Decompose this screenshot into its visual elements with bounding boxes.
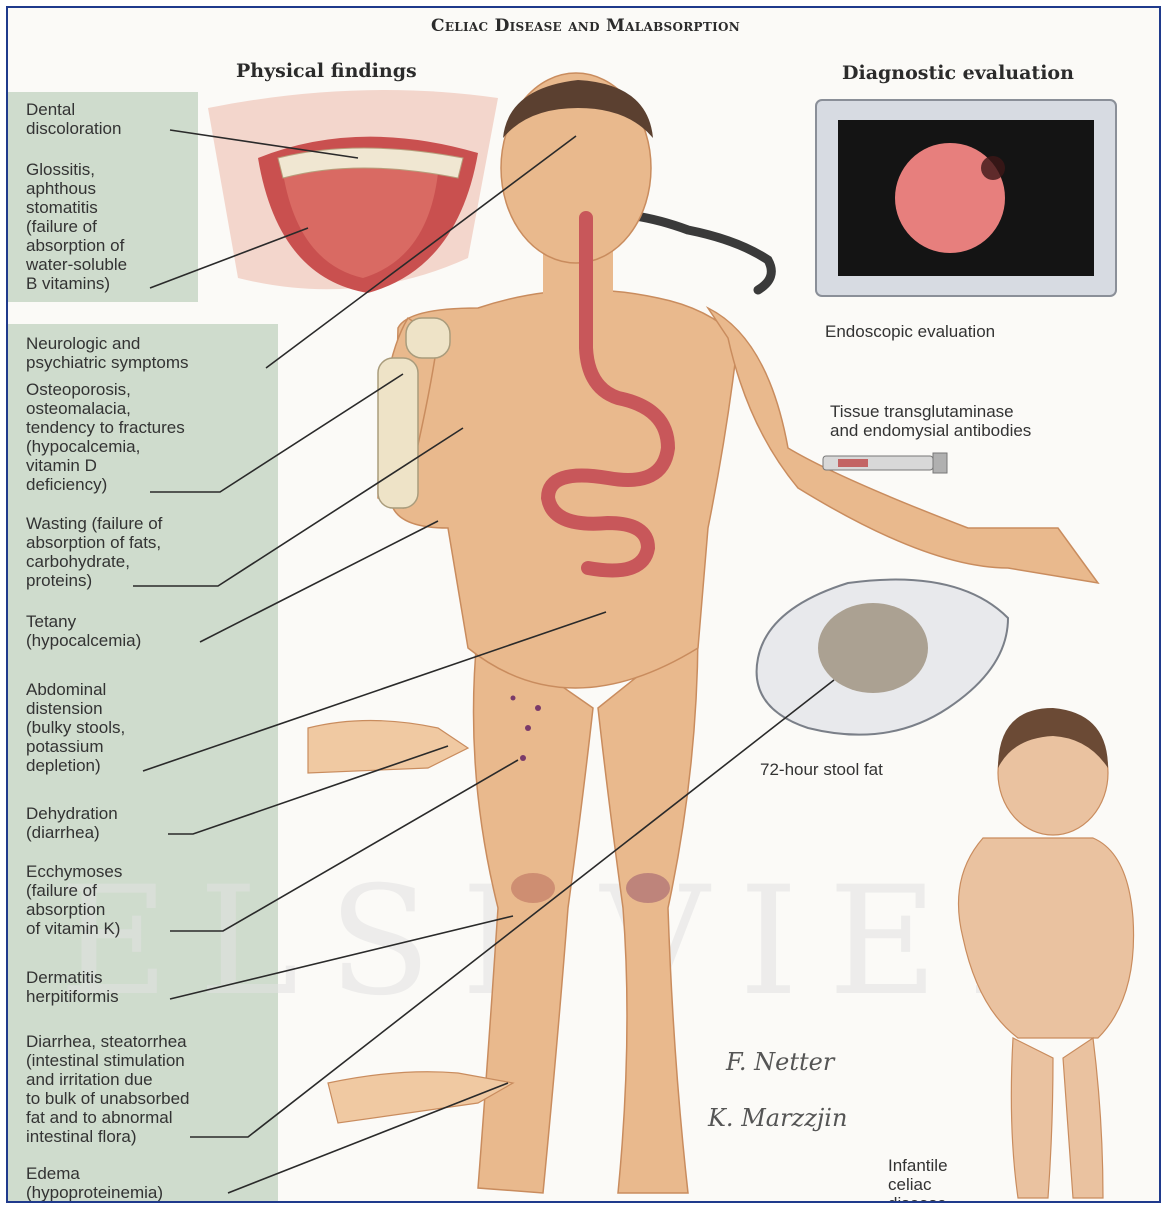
label-tetany: Tetany (hypocalcemia): [26, 612, 141, 650]
signature-netter: F. Netter: [726, 1048, 834, 1076]
label-neurologic: Neurologic and psychiatric symptoms: [26, 334, 188, 372]
header-physical-findings: Physical findings: [236, 60, 417, 82]
tongue-inset: [208, 90, 498, 293]
label-glossitis: Glossitis, aphthous stomatitis (failure …: [26, 160, 127, 293]
label-dental: Dental discoloration: [26, 100, 121, 138]
syringe: [823, 453, 947, 473]
label-diarrhea: Diarrhea, steatorrhea (intestinal stimul…: [26, 1032, 190, 1146]
endoscope-monitor: [816, 100, 1116, 296]
label-infantile: Infantile celiac disease: [888, 1156, 948, 1203]
label-stool-fat: 72-hour stool fat: [760, 760, 883, 779]
label-antibodies: Tissue transglutaminase and endomysial a…: [830, 402, 1031, 440]
label-abdominal: Abdominal distension (bulky stools, pota…: [26, 680, 125, 775]
illustration: ELSEVIER: [8, 8, 1161, 1203]
watermark: ELSEVIER: [59, 855, 1110, 1029]
label-wasting: Wasting (failure of absorption of fats, …: [26, 514, 162, 590]
header-diagnostic-evaluation: Diagnostic evaluation: [842, 62, 1074, 84]
label-dehydration: Dehydration (diarrhea): [26, 804, 118, 842]
figure-title: Celiac Disease and Malabsorption: [8, 16, 1161, 36]
label-osteoporosis: Osteoporosis, osteomalacia, tendency to …: [26, 380, 185, 494]
label-dermatitis: Dermatitis herpitiformis: [26, 968, 119, 1006]
label-edema: Edema (hypoproteinemia): [26, 1164, 163, 1202]
infant-figure: [959, 708, 1134, 1198]
signature-machado: K. Marzzjin: [708, 1104, 847, 1132]
label-endoscopy: Endoscopic evaluation: [825, 322, 995, 341]
figure-frame: ELSEVIER: [6, 6, 1161, 1203]
label-ecchymoses: Ecchymoses (failure of absorption of vit…: [26, 862, 122, 938]
